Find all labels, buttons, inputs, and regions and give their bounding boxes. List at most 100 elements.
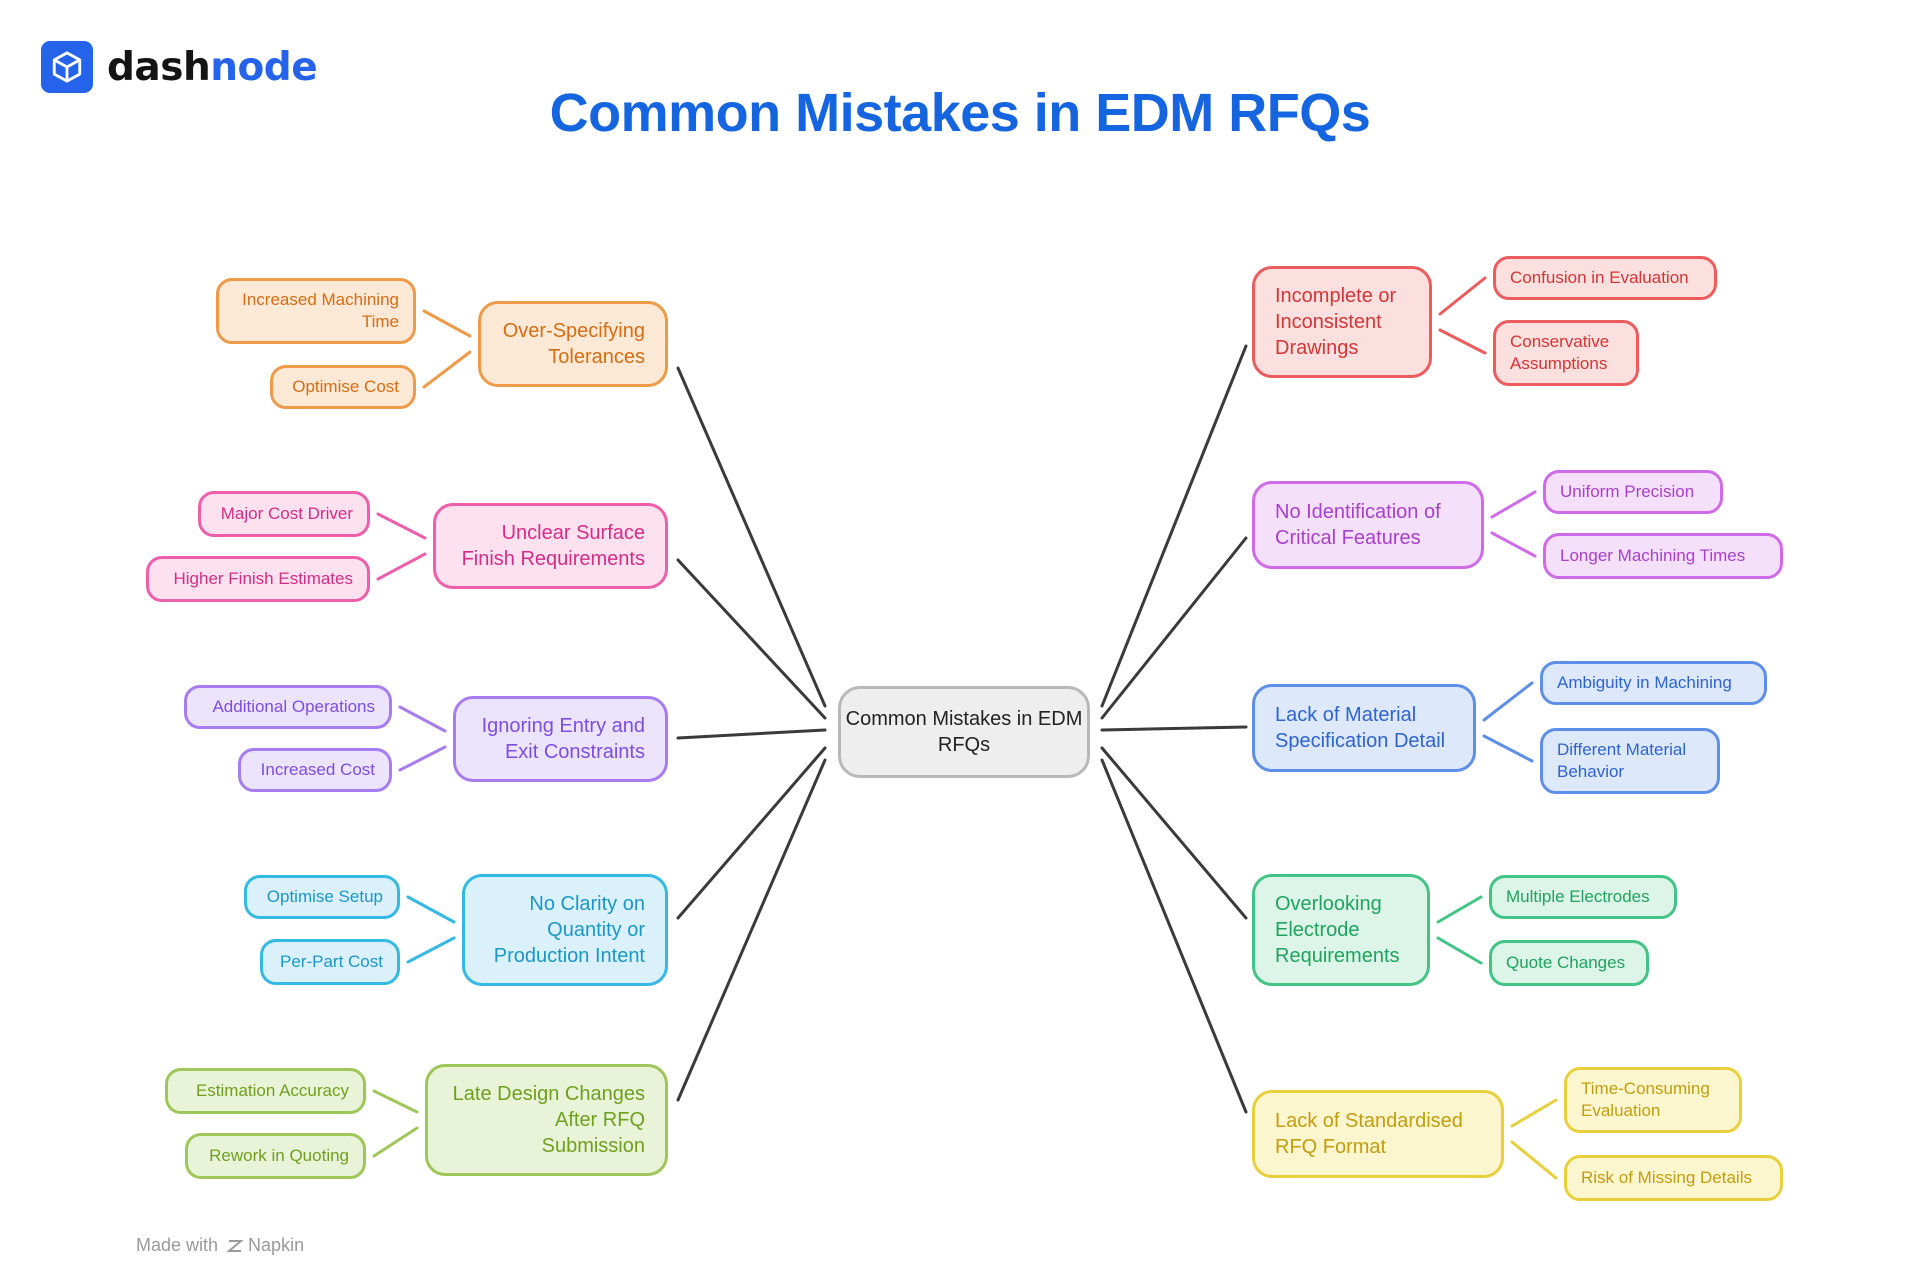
napkin-icon bbox=[226, 1237, 244, 1255]
leaf-right-5-1: Time-Consuming Evaluation bbox=[1564, 1067, 1742, 1133]
category-left-1: Over-Specifying Tolerances bbox=[478, 301, 668, 387]
leaf-right-3-2: Different Material Behavior bbox=[1540, 728, 1720, 794]
leaf-right-5-2-label: Risk of Missing Details bbox=[1581, 1167, 1752, 1187]
leaf-right-4-1: Multiple Electrodes bbox=[1489, 875, 1677, 919]
leaf-right-1-1-label: Confusion in Evaluation bbox=[1510, 267, 1689, 287]
category-left-2: Unclear Surface Finish Requirements bbox=[433, 503, 668, 589]
brand-name-dark: dash bbox=[107, 44, 211, 90]
leaf-connector-left-1-2 bbox=[422, 350, 472, 389]
category-right-3: Lack of Material Specification Detail bbox=[1252, 684, 1476, 772]
leaf-left-3-2-label: Increased Cost bbox=[260, 759, 375, 779]
leaf-left-1-1: Increased Machining Time bbox=[216, 278, 416, 344]
leaf-left-1-2-label: Optimise Cost bbox=[292, 376, 399, 396]
category-right-1-label: Incomplete or Inconsistent Drawings bbox=[1275, 285, 1397, 359]
category-right-5: Lack of Standardised RFQ Format bbox=[1252, 1090, 1504, 1178]
leaf-connector-right-5-2 bbox=[1510, 1140, 1558, 1180]
leaf-left-4-2: Per-Part Cost bbox=[260, 939, 400, 985]
leaf-left-5-2-label: Rework in Quoting bbox=[209, 1145, 349, 1165]
leaf-connector-left-4-2 bbox=[406, 936, 456, 964]
category-left-4: No Clarity on Quantity or Production Int… bbox=[462, 874, 668, 986]
leaf-right-2-1-label: Uniform Precision bbox=[1560, 481, 1695, 501]
leaf-right-4-2-label: Quote Changes bbox=[1506, 952, 1626, 972]
leaf-connector-right-3-1 bbox=[1482, 681, 1534, 722]
hub-connector-left-3 bbox=[676, 728, 827, 740]
leaf-right-4-2: Quote Changes bbox=[1489, 940, 1649, 986]
brand-name-accent: node bbox=[210, 44, 318, 90]
footer-credit: Made with Napkin bbox=[136, 1235, 304, 1256]
leaf-left-4-2-label: Per-Part Cost bbox=[280, 951, 383, 971]
category-right-4-label: Overlooking Electrode Requirements bbox=[1275, 893, 1400, 967]
leaf-left-2-1: Major Cost Driver bbox=[198, 491, 370, 537]
leaf-connector-left-2-2 bbox=[376, 552, 427, 581]
leaf-connector-left-5-2 bbox=[372, 1126, 419, 1158]
leaf-right-5-2: Risk of Missing Details bbox=[1564, 1155, 1783, 1201]
leaf-left-2-1-label: Major Cost Driver bbox=[220, 503, 353, 523]
leaf-right-2-2-label: Longer Machining Times bbox=[1560, 545, 1746, 565]
napkin-label: Napkin bbox=[248, 1235, 305, 1255]
leaf-connector-right-2-2 bbox=[1490, 531, 1537, 558]
leaf-connector-right-1-2 bbox=[1438, 328, 1487, 355]
central-topic: Common Mistakes in EDM RFQs bbox=[838, 686, 1090, 778]
made-with-label: Made with bbox=[136, 1235, 219, 1255]
brand-name: dashnode bbox=[107, 44, 318, 90]
leaf-connector-right-5-1 bbox=[1510, 1098, 1558, 1128]
leaf-connector-left-2-1 bbox=[376, 512, 427, 540]
category-left-5-label: Late Design Changes After RFQ Submission bbox=[452, 1083, 645, 1157]
leaf-connector-left-1-1 bbox=[422, 309, 472, 338]
hub-connector-right-2 bbox=[1100, 536, 1248, 720]
leaf-connector-left-3-1 bbox=[398, 705, 447, 733]
leaf-right-5-1-label: Time-Consuming Evaluation bbox=[1581, 1078, 1710, 1120]
hub-connector-right-4 bbox=[1100, 746, 1248, 920]
leaf-left-1-1-label: Increased Machining Time bbox=[242, 289, 399, 331]
category-right-2: No Identification of Critical Features bbox=[1252, 481, 1484, 569]
leaf-right-1-2-label: Conservative Assumptions bbox=[1510, 331, 1610, 373]
category-right-3-label: Lack of Material Specification Detail bbox=[1275, 704, 1446, 752]
leaf-right-1-2: Conservative Assumptions bbox=[1493, 320, 1639, 386]
category-left-1-label: Over-Specifying Tolerances bbox=[502, 320, 645, 368]
brand-logo: dashnode bbox=[41, 41, 318, 93]
leaf-connector-right-2-1 bbox=[1490, 490, 1537, 519]
leaf-connector-right-4-1 bbox=[1436, 895, 1483, 924]
category-left-3: Ignoring Entry and Exit Constraints bbox=[453, 696, 668, 782]
leaf-right-2-2: Longer Machining Times bbox=[1543, 533, 1783, 579]
leaf-connector-right-3-2 bbox=[1482, 734, 1534, 763]
leaf-left-2-2-label: Higher Finish Estimates bbox=[173, 568, 353, 588]
category-right-4: Overlooking Electrode Requirements bbox=[1252, 874, 1430, 986]
leaf-left-4-1: Optimise Setup bbox=[244, 875, 400, 919]
leaf-right-3-1-label: Ambiguity in Machining bbox=[1557, 672, 1732, 692]
leaf-connector-right-4-2 bbox=[1436, 936, 1483, 965]
leaf-left-3-1-label: Additional Operations bbox=[212, 696, 375, 716]
leaf-right-1-1: Confusion in Evaluation bbox=[1493, 256, 1717, 300]
leaf-left-2-2: Higher Finish Estimates bbox=[146, 556, 370, 602]
hub-connector-right-5 bbox=[1100, 758, 1248, 1114]
leaf-left-5-1-label: Estimation Accuracy bbox=[195, 1080, 349, 1100]
leaf-left-4-1-label: Optimise Setup bbox=[266, 886, 383, 906]
leaf-left-5-2: Rework in Quoting bbox=[185, 1133, 366, 1179]
hub-connector-right-3 bbox=[1100, 725, 1248, 732]
category-left-4-label: No Clarity on Quantity or Production Int… bbox=[493, 893, 645, 967]
page-title: Common Mistakes in EDM RFQs bbox=[549, 83, 1371, 143]
leaf-connector-left-4-1 bbox=[406, 895, 456, 924]
hub-connector-left-4 bbox=[676, 746, 827, 920]
hub-connector-left-1 bbox=[676, 366, 827, 708]
cube-icon bbox=[41, 41, 93, 93]
category-right-5-label: Lack of Standardised RFQ Format bbox=[1275, 1110, 1463, 1158]
category-left-5: Late Design Changes After RFQ Submission bbox=[425, 1064, 668, 1176]
leaf-left-3-1: Additional Operations bbox=[184, 685, 392, 729]
leaf-left-3-2: Increased Cost bbox=[238, 748, 392, 792]
leaf-connector-left-3-2 bbox=[398, 745, 447, 772]
leaf-connector-left-5-1 bbox=[372, 1089, 419, 1114]
central-topic-label: Common Mistakes in EDM RFQs bbox=[845, 708, 1083, 756]
leaf-left-5-1: Estimation Accuracy bbox=[165, 1068, 366, 1114]
hub-connector-left-5 bbox=[676, 758, 827, 1102]
category-right-2-label: No Identification of Critical Features bbox=[1275, 501, 1441, 549]
leaf-right-4-1-label: Multiple Electrodes bbox=[1506, 886, 1650, 906]
leaf-right-2-1: Uniform Precision bbox=[1543, 470, 1723, 514]
leaf-right-3-2-label: Different Material Behavior bbox=[1557, 739, 1687, 781]
leaf-right-3-1: Ambiguity in Machining bbox=[1540, 661, 1767, 705]
category-left-2-label: Unclear Surface Finish Requirements bbox=[461, 522, 645, 570]
leaf-connector-right-1-1 bbox=[1438, 276, 1487, 316]
category-right-1: Incomplete or Inconsistent Drawings bbox=[1252, 266, 1432, 378]
category-left-3-label: Ignoring Entry and Exit Constraints bbox=[481, 715, 645, 763]
